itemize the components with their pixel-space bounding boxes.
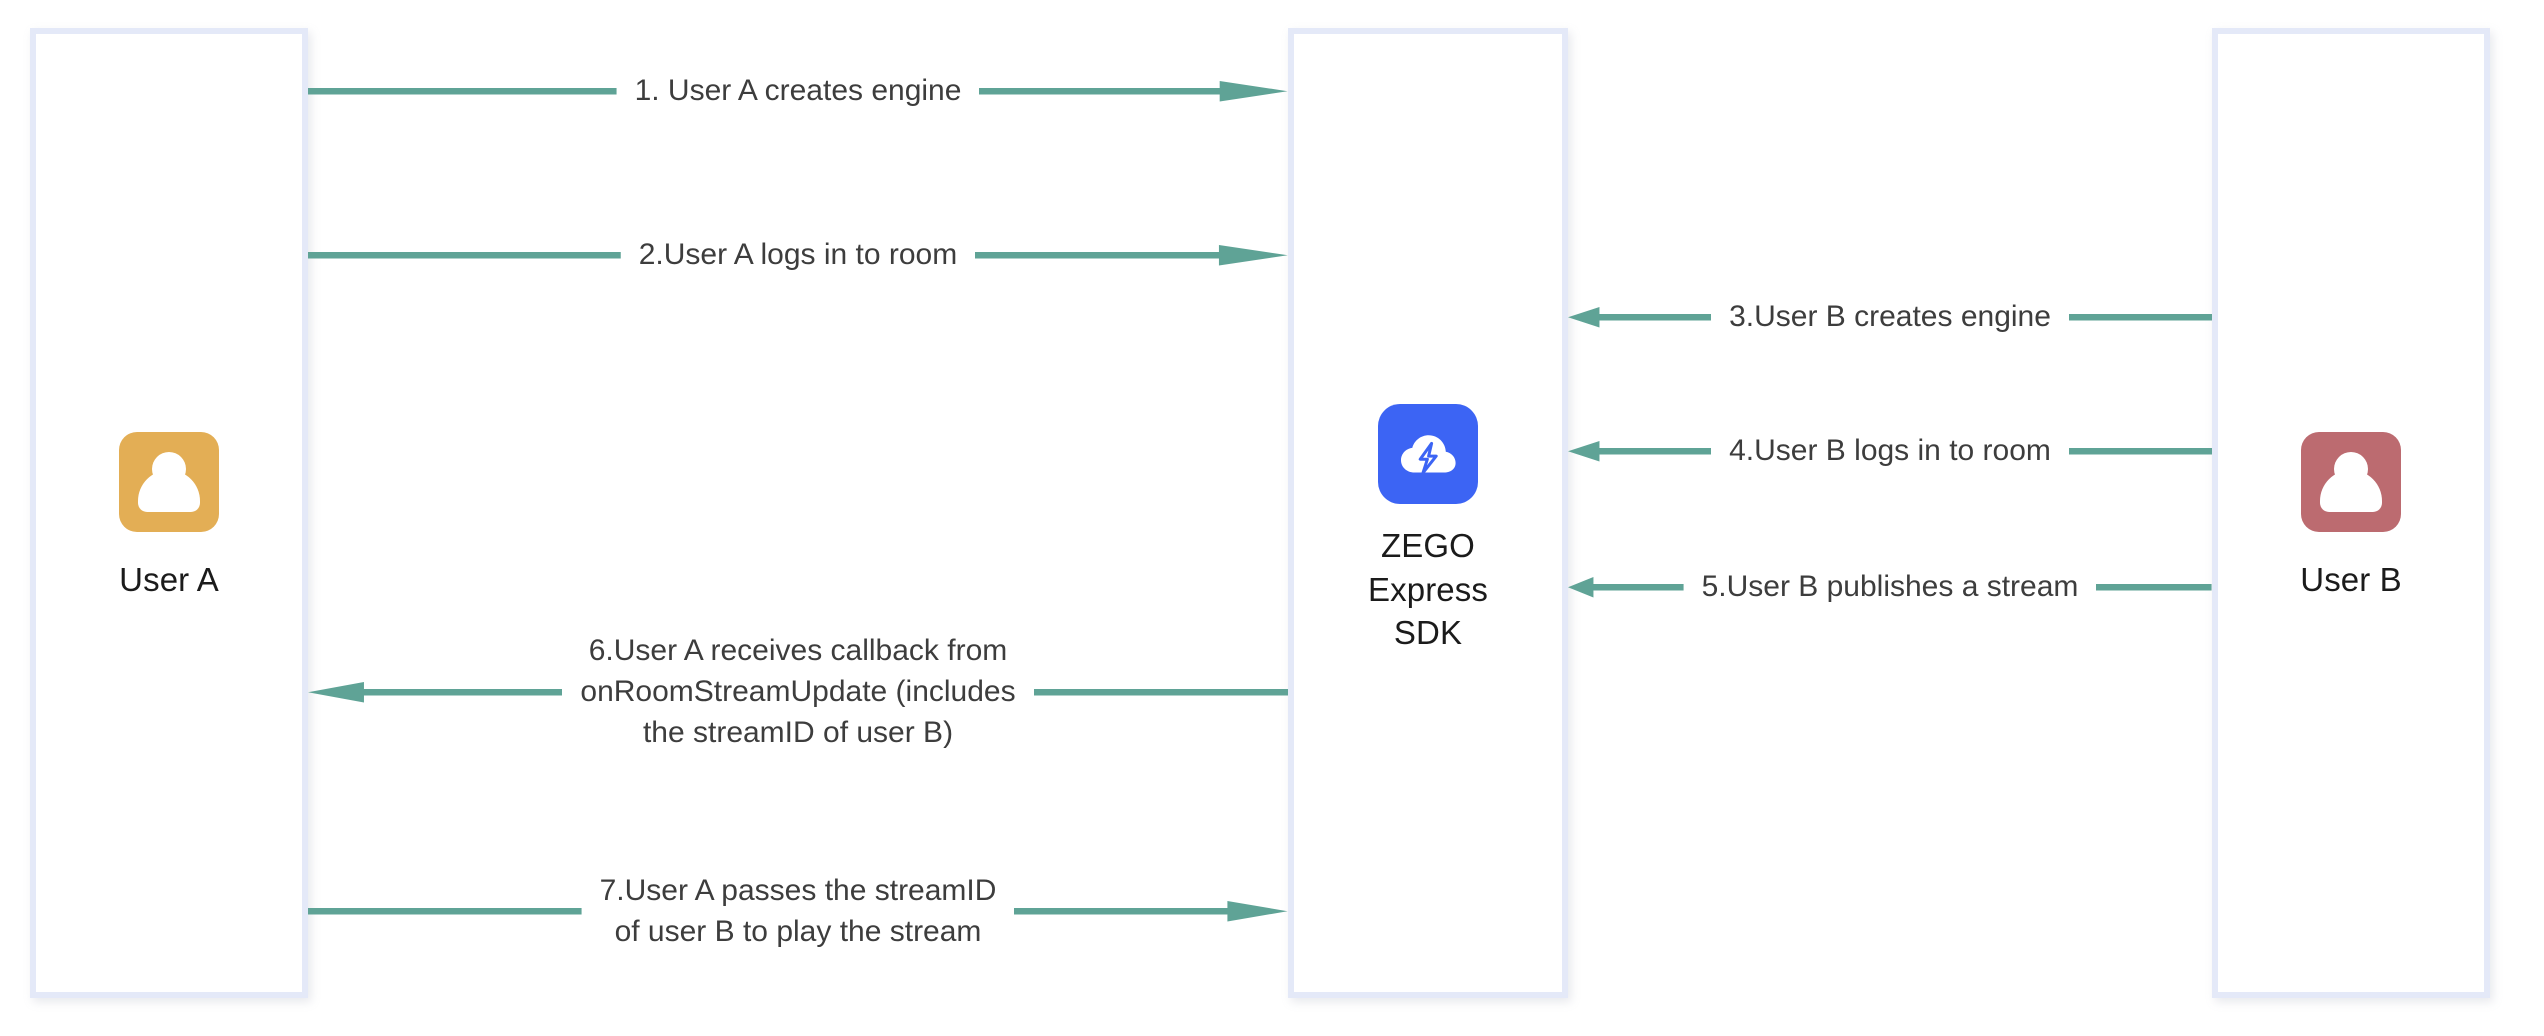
arrow-tail-segment	[2068, 294, 2212, 340]
lane-user-b: User B	[2212, 28, 2490, 998]
actor-label-user-a: User A	[119, 561, 219, 598]
arrow-tail-segment	[2096, 564, 2212, 610]
message-label-step-5: 5.User B publishes a stream	[1701, 570, 2079, 604]
user-avatar-icon	[119, 432, 219, 532]
message-label-step-7: 7.User A passes the streamID of user B t…	[599, 874, 997, 949]
message-label-step-4: 4.User B logs in to room	[1729, 434, 2051, 468]
arrow-tail-segment	[308, 888, 582, 934]
arrow-head-segment-left	[1568, 564, 1684, 610]
actor-label-zego-express-sdk: ZEGO Express SDK	[1368, 527, 1488, 652]
message-step-4: 4.User B logs in to room	[1568, 428, 2213, 474]
arrow-tail-segment	[2068, 428, 2213, 474]
arrow-head-segment-left	[1568, 428, 1712, 474]
message-label-step-3: 3.User B creates engine	[1729, 300, 2051, 334]
arrow-tail-segment	[308, 232, 621, 278]
arrow-head-segment-right	[975, 232, 1288, 278]
arrow-head-segment-left	[1568, 294, 1712, 340]
arrow-head-segment-right	[979, 68, 1288, 114]
message-step-7: 7.User A passes the streamID of user B t…	[308, 870, 1288, 952]
arrow-head-segment-left	[308, 669, 563, 715]
message-label-step-1: 1. User A creates engine	[634, 74, 962, 108]
message-label-step-6: 6.User A receives callback from onRoomSt…	[580, 634, 1016, 750]
lane-zego-express-sdk: ZEGO Express SDK	[1288, 28, 1568, 998]
cloud-lightning-icon	[1378, 404, 1478, 504]
lane-user-a: User A	[30, 28, 308, 998]
actor-user-a: User A	[36, 432, 302, 602]
avatar-body-shape	[138, 470, 200, 512]
arrow-tail-segment	[308, 68, 617, 114]
message-step-2: 2.User A logs in to room	[308, 232, 1288, 278]
message-step-6: 6.User A receives callback from onRoomSt…	[308, 630, 1289, 753]
actor-user-b: User B	[2218, 432, 2484, 602]
arrow-tail-segment	[1033, 669, 1289, 715]
user-avatar-icon	[2301, 432, 2401, 532]
message-step-5: 5.User B publishes a stream	[1568, 564, 2212, 610]
message-step-3: 3.User B creates engine	[1568, 294, 2212, 340]
message-label-step-2: 2.User A logs in to room	[638, 238, 958, 272]
message-step-1: 1. User A creates engine	[308, 68, 1288, 114]
actor-label-user-b: User B	[2300, 561, 2402, 598]
avatar-body-shape	[2320, 470, 2382, 512]
arrow-head-segment-right	[1014, 888, 1288, 934]
actor-zego-express-sdk: ZEGO Express SDK	[1294, 404, 1562, 655]
